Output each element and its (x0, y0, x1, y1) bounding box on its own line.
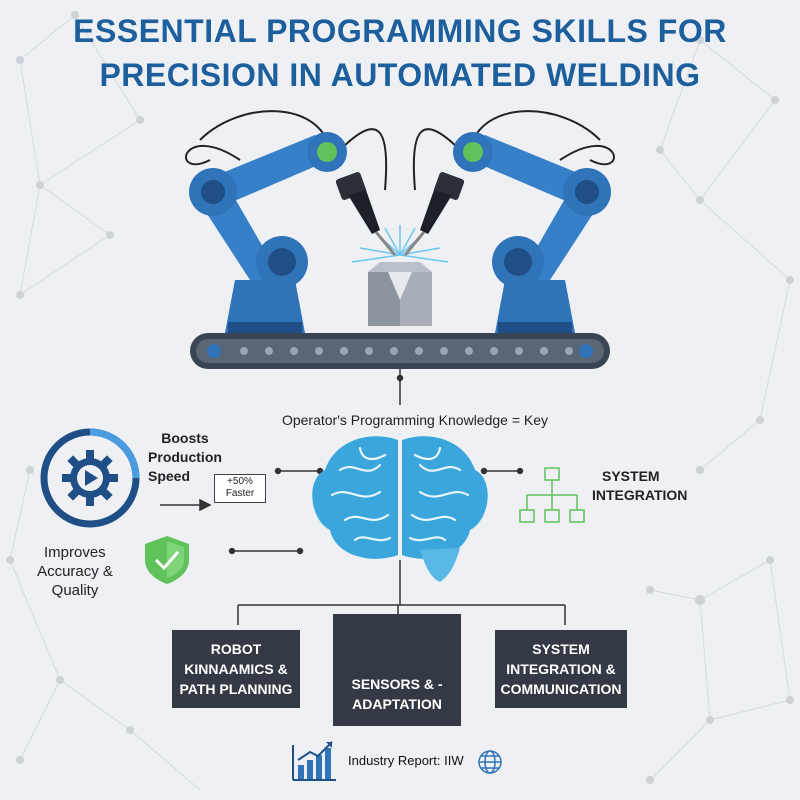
system-line2: INTEGRATION (592, 487, 688, 503)
skill-card-sensors-line1: SENSORS & - (351, 676, 443, 692)
faster-badge-line2: Faster (225, 488, 255, 499)
connector-lines (160, 369, 566, 625)
network-background (9, 14, 791, 791)
speed-line2: Production (148, 449, 222, 465)
faster-badge-line1: +50% (227, 476, 253, 487)
skill-card-sensors-line2: ADAPTATION (352, 696, 442, 712)
skill-card-integration: SYSTEM INTEGRATION & COMMUNICATION (495, 630, 627, 708)
accuracy-line1: Improves (44, 544, 106, 561)
skill-card-integration-line3: COMMUNICATION (500, 681, 622, 697)
right-robot-arm (403, 110, 615, 333)
workpiece (368, 262, 432, 326)
accuracy-line3: Quality (51, 582, 99, 599)
central-label: Operator's Programming Knowledge = Key (281, 412, 549, 428)
accuracy-benefit-label: Improves Accuracy & Quality (20, 543, 130, 600)
skill-card-sensors: SENSORS & - ADAPTATION (333, 614, 461, 726)
welding-sparks (351, 225, 449, 263)
skill-card-kinematics-line2: KINNAAMICS & (184, 661, 288, 677)
globe-icon (478, 750, 502, 774)
bar-chart-icon (292, 741, 336, 781)
system-line1: SYSTEM (602, 468, 660, 484)
speed-benefit-label: Boosts Production Speed (140, 429, 230, 486)
left-robot-arm (185, 110, 397, 333)
faster-badge: +50% Faster (214, 474, 266, 503)
skill-card-kinematics-line1: ROBOT (210, 641, 262, 657)
speed-line1: Boosts (161, 430, 209, 446)
skill-card-integration-line1: SYSTEM (532, 641, 590, 657)
source-footer: Industry Report: IIW (348, 753, 464, 768)
skill-card-kinematics: ROBOT KINNAAMICS & PATH PLANNING (172, 630, 300, 708)
gear-play-icon (40, 428, 140, 528)
skill-card-integration-line2: INTEGRATION & (506, 661, 616, 677)
speed-line3: Speed (148, 468, 191, 484)
skill-card-kinematics-line3: PATH PLANNING (179, 681, 293, 697)
org-chart-icon (519, 467, 585, 523)
accuracy-line2: Accuracy & (37, 563, 113, 580)
system-integration-label: SYSTEM INTEGRATION (592, 467, 687, 505)
conveyor-belt (190, 333, 610, 369)
network-nodes (6, 11, 794, 784)
page-title-line1: ESSENTIAL PROGRAMMING SKILLS FOR (73, 13, 727, 49)
page-title-line2: PRECISION IN AUTOMATED WELDING (99, 57, 701, 93)
shield-check-icon (145, 536, 189, 584)
brain-icon (312, 436, 488, 582)
